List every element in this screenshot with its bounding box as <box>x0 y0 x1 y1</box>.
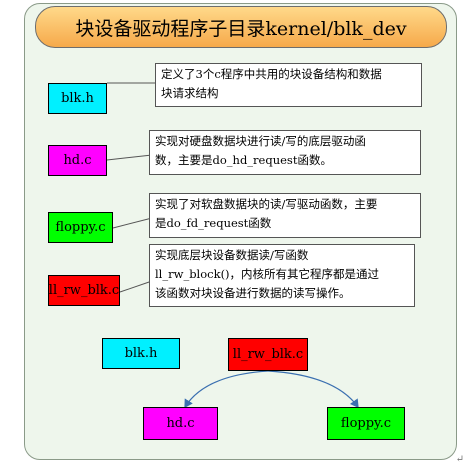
module-box-ll-rw-blk-c: ll_rw_blk.c <box>48 275 120 306</box>
paragraph-mark: ↵ <box>455 454 464 465</box>
callout-line-hd-c <box>106 154 153 161</box>
diagram-node-hd-c: hd.c <box>143 407 218 440</box>
arrow-to-hd-c <box>184 370 269 409</box>
diagram-node-ll-rw-blk-c: ll_rw_blk.c <box>228 338 308 371</box>
diagram-node-blk-h: blk.h <box>102 338 180 369</box>
module-box-floppy-c: floppy.c <box>48 212 113 243</box>
module-desc-floppy-c: 实现了对软盘数据块的读/写驱动函数，主要 是do_fd_request函数 <box>149 193 421 238</box>
module-box-blk-h: blk.h <box>48 83 107 114</box>
callout-line-ll-rw-blk-c <box>119 280 153 293</box>
module-desc-blk-h: 定义了3个c程序中共用的块设备结构和数据 块请求结构 <box>155 63 422 107</box>
desc-line: 定义了3个c程序中共用的块设备结构和数据 <box>161 67 382 81</box>
callout-line-floppy-c <box>112 217 153 229</box>
desc-line: 实现底层块设备数据读/写函数 <box>155 248 309 262</box>
desc-line: ll_rw_block()，内核所有其它程序都是通过 <box>155 267 380 281</box>
desc-line: 块请求结构 <box>161 86 219 100</box>
desc-line: 是do_fd_request函数 <box>155 216 272 230</box>
desc-line: 实现了对软盘数据块的读/写驱动函数，主要 <box>155 197 378 211</box>
diagram-node-floppy-c: floppy.c <box>327 407 405 440</box>
arrow-to-floppy-c <box>267 370 359 408</box>
desc-line: 该函数对块设备进行数据的读写操作。 <box>155 286 351 300</box>
title-banner: 块设备驱动程序子目录kernel/blk_dev <box>35 6 447 48</box>
desc-line: 实现对硬盘数据块进行读/写的底层驱动函 <box>155 134 366 148</box>
module-desc-ll-rw-blk-c: 实现底层块设备数据读/写函数 ll_rw_block()，内核所有其它程序都是通… <box>149 244 415 307</box>
desc-line: 数，主要是do_hd_request函数。 <box>155 153 332 167</box>
module-box-hd-c: hd.c <box>48 145 107 176</box>
module-desc-hd-c: 实现对硬盘数据块进行读/写的底层驱动函 数，主要是do_hd_request函数… <box>149 130 421 175</box>
